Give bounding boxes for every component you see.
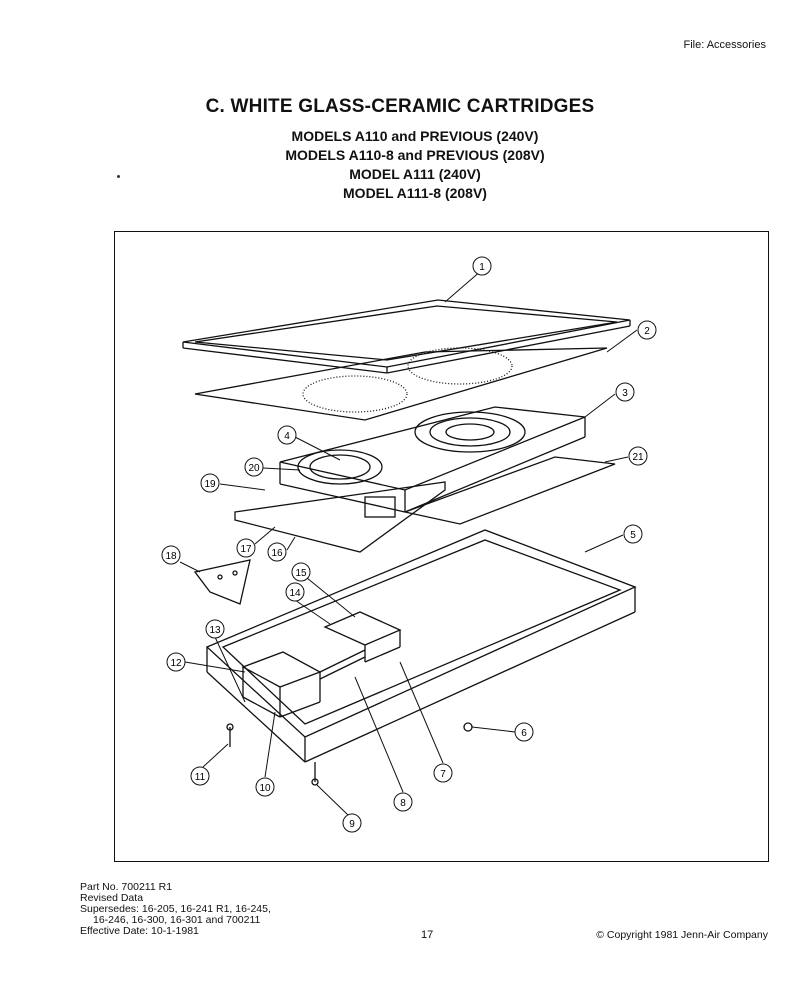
callout-14: 14 bbox=[285, 582, 331, 625]
callout-13: 13 bbox=[205, 619, 246, 703]
callout-8: 8 bbox=[354, 676, 413, 812]
svg-text:16: 16 bbox=[271, 548, 283, 559]
callout-18: 18 bbox=[161, 545, 201, 573]
model-line: MODELS A110 and PREVIOUS (240V) bbox=[291, 128, 539, 144]
callout-6: 6 bbox=[471, 722, 534, 742]
revision-note: Revised Data bbox=[80, 892, 144, 904]
effective-date: Effective Date: 10-1-1981 bbox=[80, 925, 199, 937]
diagram-frame: 1 2 3 4 5 bbox=[114, 231, 769, 862]
svg-text:13: 13 bbox=[209, 625, 221, 636]
callout-9: 9 bbox=[316, 784, 362, 833]
supersedes-line: Supersedes: 16-205, 16-241 R1, 16-245, bbox=[80, 903, 271, 915]
callouts: 1 2 3 4 5 bbox=[161, 256, 657, 833]
svg-text:7: 7 bbox=[440, 769, 446, 780]
svg-text:1: 1 bbox=[479, 262, 485, 273]
callout-4: 4 bbox=[277, 425, 341, 461]
callout-12: 12 bbox=[166, 652, 246, 673]
svg-text:11: 11 bbox=[195, 772, 206, 783]
callout-7: 7 bbox=[399, 661, 453, 783]
callout-19: 19 bbox=[200, 473, 266, 493]
callout-1: 1 bbox=[444, 256, 492, 303]
callout-11: 11 bbox=[190, 743, 229, 786]
footer-info: Part No. 700211 R1 Revised Data Supersed… bbox=[80, 882, 271, 937]
svg-text:3: 3 bbox=[622, 388, 628, 399]
burner-tray-part bbox=[279, 406, 586, 513]
svg-text:21: 21 bbox=[632, 452, 644, 463]
glass-top-part bbox=[194, 347, 608, 421]
svg-text:20: 20 bbox=[248, 463, 260, 474]
svg-text:4: 4 bbox=[284, 431, 290, 442]
base-pan-part bbox=[205, 529, 637, 763]
svg-text:18: 18 bbox=[165, 551, 177, 562]
svg-text:10: 10 bbox=[259, 783, 271, 794]
model-line: MODELS A110-8 and PREVIOUS (208V) bbox=[285, 147, 545, 163]
part-number: Part No. 700211 R1 bbox=[80, 881, 173, 893]
svg-text:2: 2 bbox=[644, 326, 650, 337]
callout-2: 2 bbox=[606, 320, 657, 353]
callout-3: 3 bbox=[584, 382, 635, 418]
stray-mark bbox=[117, 175, 120, 178]
svg-text:12: 12 bbox=[170, 658, 182, 669]
model-line: MODEL A111 (240V) bbox=[349, 166, 481, 182]
model-line: MODEL A111-8 (208V) bbox=[343, 185, 487, 201]
svg-text:5: 5 bbox=[630, 530, 636, 541]
terminal-block-part bbox=[323, 611, 402, 663]
svg-text:17: 17 bbox=[240, 544, 252, 555]
callout-17: 17 bbox=[236, 526, 276, 558]
insulation-plate-part bbox=[402, 456, 616, 525]
bottom-plate-part bbox=[234, 481, 446, 553]
bracket-part bbox=[193, 559, 251, 605]
svg-text:8: 8 bbox=[400, 798, 406, 809]
file-tag: File: Accessories bbox=[683, 39, 766, 51]
callout-15: 15 bbox=[291, 562, 356, 618]
svg-text:9: 9 bbox=[349, 819, 355, 830]
svg-text:19: 19 bbox=[204, 479, 216, 490]
page-number: 17 bbox=[421, 929, 434, 941]
exploded-diagram: 1 2 3 4 5 bbox=[161, 256, 657, 833]
trim-frame-part bbox=[182, 299, 631, 374]
callout-5: 5 bbox=[584, 524, 643, 553]
model-list: MODELS A110 and PREVIOUS (240V) MODELS A… bbox=[0, 127, 800, 203]
callout-16: 16 bbox=[267, 536, 296, 562]
svg-text:15: 15 bbox=[295, 568, 307, 579]
callout-10: 10 bbox=[255, 711, 276, 797]
callout-21: 21 bbox=[604, 446, 648, 466]
supersedes-line-cont: 16-246, 16-300, 16-301 and 700211 bbox=[93, 914, 261, 926]
callout-20: 20 bbox=[244, 457, 301, 477]
page-title: C. WHITE GLASS-CERAMIC CARTRIDGES bbox=[205, 96, 595, 117]
svg-text:14: 14 bbox=[289, 588, 301, 599]
copyright: © Copyright 1981 Jenn-Air Company bbox=[596, 929, 768, 941]
svg-text:6: 6 bbox=[521, 728, 527, 739]
